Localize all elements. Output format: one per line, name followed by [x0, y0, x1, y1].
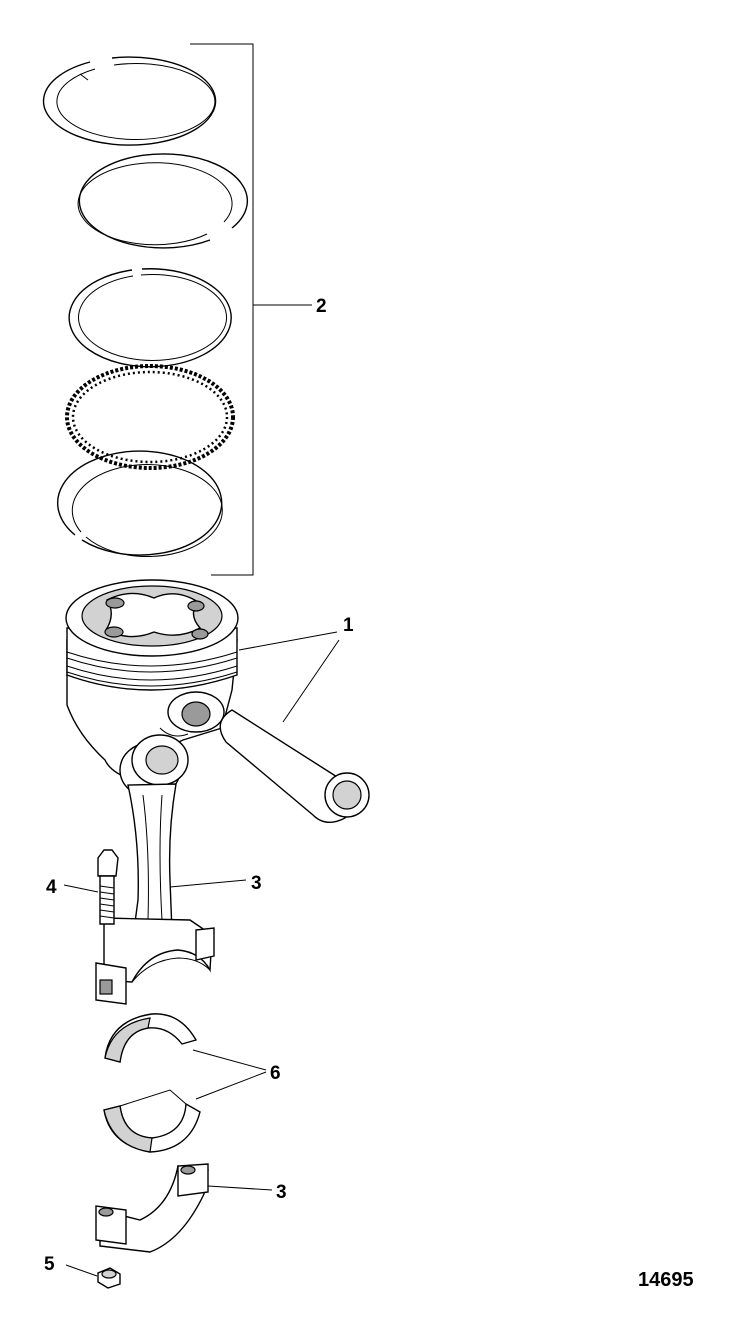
bearing-shells	[103, 1013, 201, 1153]
connecting-rod-cap	[95, 1163, 209, 1253]
rod-bolt	[97, 849, 119, 925]
callout-1: 1	[343, 615, 354, 636]
callout-3-rod: 3	[251, 873, 262, 894]
ring-bracket	[190, 43, 312, 576]
oil-ring-rail-upper	[68, 268, 232, 368]
callout-4: 4	[46, 877, 57, 898]
oil-ring-rail-lower	[57, 450, 223, 557]
callout-2: 2	[316, 296, 327, 317]
piston-pin	[219, 709, 370, 823]
callout-3-cap: 3	[276, 1182, 287, 1203]
compression-ring-second	[77, 153, 249, 249]
figure-number: 14695	[638, 1269, 694, 1291]
rod-nut	[97, 1267, 121, 1289]
oil-ring-expander	[65, 364, 235, 470]
piston-rings	[42, 56, 249, 557]
compression-ring-top	[42, 56, 217, 146]
callout-5: 5	[44, 1254, 55, 1275]
callout-6: 6	[270, 1063, 281, 1084]
connecting-rod	[95, 734, 215, 1005]
